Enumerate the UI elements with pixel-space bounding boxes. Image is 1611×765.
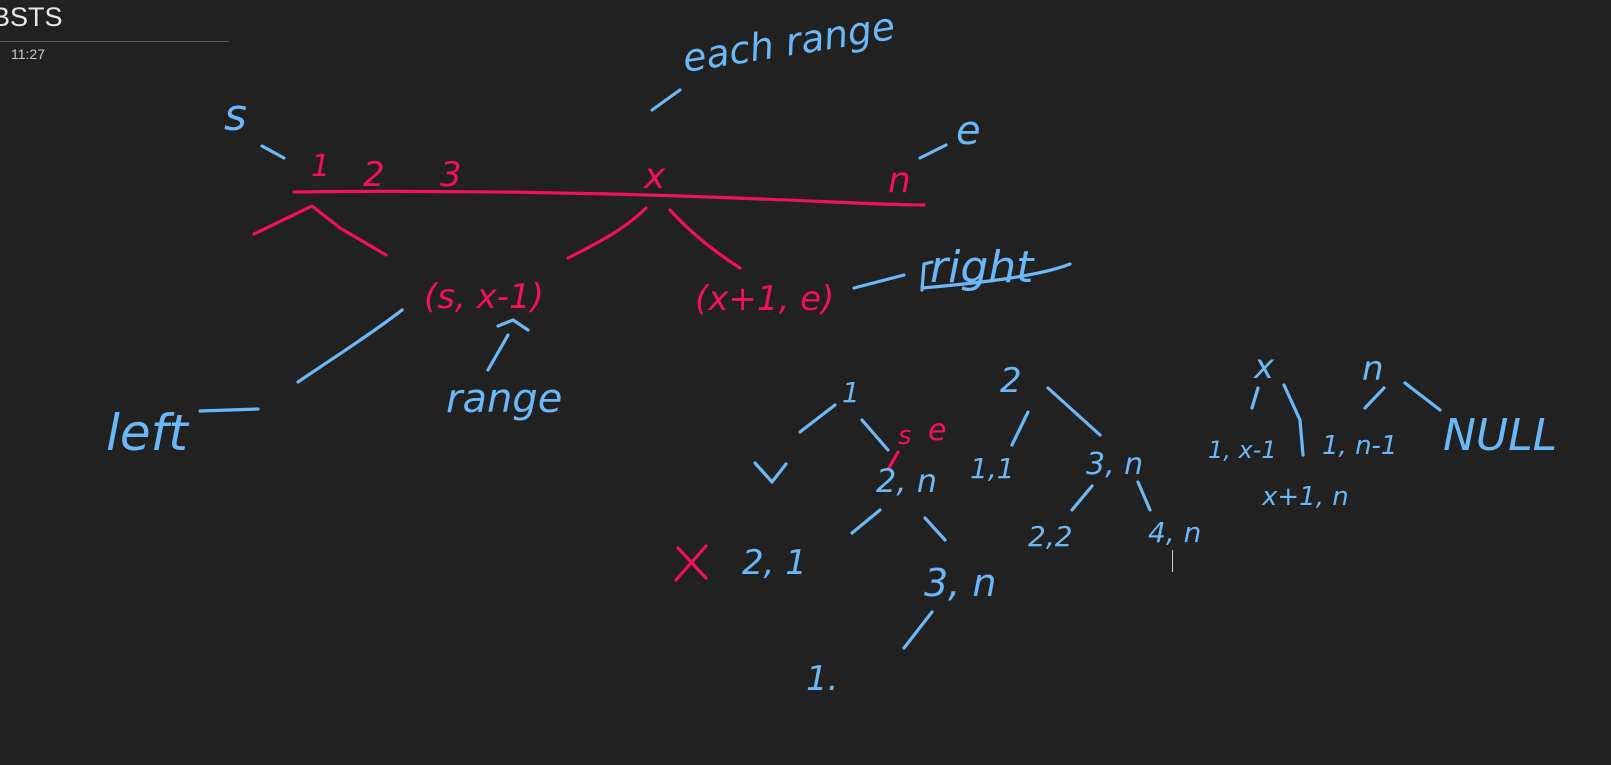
label-tree-x1n: x+1, n [1261, 482, 1349, 512]
stroke-x-tent-left [566, 206, 648, 260]
stroke-number-line [292, 189, 926, 207]
stroke-cross-2 [674, 544, 708, 582]
stroke-left-tent [252, 204, 388, 257]
label-tree-2n: 2, n [876, 462, 937, 500]
pink-strokes [252, 189, 926, 582]
stroke-right-pointer [852, 273, 906, 290]
stroke-tree-3n-left [1070, 484, 1094, 512]
stroke-left-underline [198, 407, 260, 413]
blue-strokes [198, 88, 1442, 650]
label-seq-3: 3 [440, 155, 462, 195]
stroke-tree-n-right [1403, 381, 1442, 412]
stroke-se-line [887, 450, 900, 470]
stroke-tree-2-right [1046, 386, 1102, 437]
stroke-tree-2-left [1010, 410, 1030, 447]
page-title: BSTS [0, 2, 63, 32]
page-timestamp: 11:27 [11, 46, 45, 62]
label-tree-1dot: 1. [806, 659, 838, 699]
label-tree-21: 2, 1 [742, 543, 807, 583]
stroke-tree-2n-right [923, 516, 947, 542]
title-divider [0, 41, 229, 42]
label-each-range: each range [680, 4, 898, 81]
label-tree-1: 1 [842, 376, 860, 409]
label-tree-1n1: 1, n-1 [1322, 431, 1397, 461]
stroke-tree-2n-left [850, 508, 882, 535]
stroke-tree-x-right [1282, 383, 1305, 457]
stroke-tree-x-left [1250, 386, 1260, 410]
stroke-tree-check [753, 461, 788, 484]
label-tree-n: n [1362, 349, 1384, 389]
label-tree-3n-b: 3, n [924, 561, 996, 605]
label-tree-11: 1,1 [970, 452, 1015, 485]
stroke-tree-1-left [798, 403, 837, 434]
stroke-s-pointer [260, 144, 286, 160]
label-left: left [106, 404, 190, 462]
stroke-each-range-pointer [650, 88, 682, 112]
stroke-right-bracket [920, 260, 934, 292]
label-right: right [930, 242, 1035, 293]
label-seq-2: 2 [363, 155, 385, 195]
stroke-x-tent-right [668, 208, 742, 270]
stroke-left-pointer [296, 308, 404, 384]
label-tree-2: 2 [1000, 361, 1022, 401]
stroke-right-underline [920, 262, 1072, 290]
label-seq-n: n [888, 160, 911, 201]
label-tree-x: x [1253, 347, 1275, 387]
stroke-tree-1-right [860, 418, 890, 452]
label-tree-3n: 3, n [1086, 447, 1143, 482]
stroke-tree-3n-b-down [902, 610, 934, 650]
label-seq-1: 1 [311, 149, 330, 184]
stroke-tree-3n-right [1136, 480, 1152, 512]
label-tree-22: 2,2 [1028, 520, 1073, 553]
label-tree-s: s [898, 421, 912, 451]
label-tree-e: e [928, 413, 946, 448]
label-seq-x: x [643, 156, 666, 197]
label-tree-4n: 4, n [1148, 516, 1201, 549]
label-e-top: e [956, 108, 981, 154]
stroke-range-pointer [486, 318, 530, 372]
stroke-tree-n-left [1363, 386, 1386, 410]
label-s-top: s [224, 90, 247, 141]
label-left-range: (s, x-1) [424, 277, 544, 317]
label-tree-1x1: 1, x-1 [1208, 436, 1277, 464]
text-cursor [1172, 550, 1173, 572]
label-right-range: (x+1, e) [695, 279, 834, 319]
label-tree-null: NULL [1443, 410, 1557, 461]
label-range: range [446, 376, 562, 422]
stroke-e-pointer [918, 143, 948, 160]
handwritten-labels: each range s e 1 2 3 x n (s, x-1) (x+1, … [106, 4, 1557, 699]
